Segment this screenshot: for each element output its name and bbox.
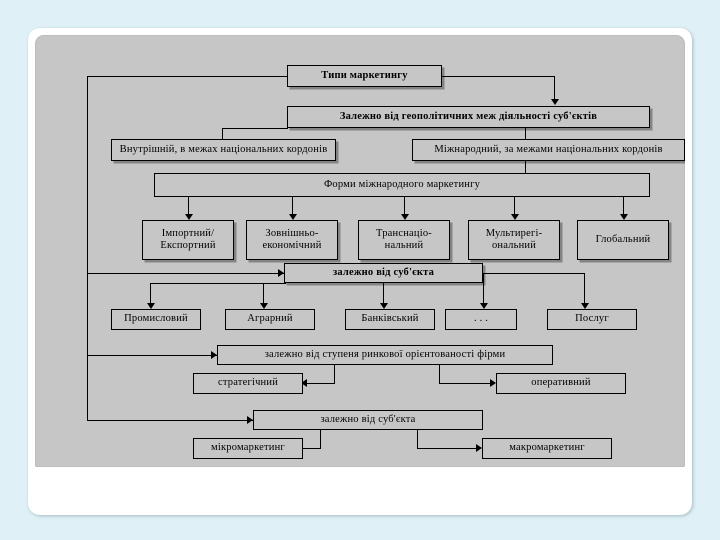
connector-intl-down: [525, 161, 526, 178]
connector-scale-right-down: [417, 430, 418, 449]
arrow-to-form-3: [401, 214, 409, 220]
connector-form-4: [514, 197, 515, 215]
connector-form-2: [292, 197, 293, 215]
arrow-root-to-geo: [551, 99, 559, 105]
connector-root-left: [87, 76, 288, 77]
node-criterion-geo[interactable]: Залежно від геополітичних меж діяльності…: [287, 106, 650, 128]
connector-subject1-to-3: [383, 283, 384, 304]
connector-orientation-right-down: [439, 365, 440, 384]
arrow-to-form-5: [620, 214, 628, 220]
node-subject-2[interactable]: Аграрний: [225, 309, 315, 330]
connector-subject1-right: [483, 273, 585, 274]
arrow-to-subject-5: [581, 303, 589, 309]
node-subject-3[interactable]: Банківський: [345, 309, 435, 330]
node-form-4[interactable]: Мультирегі- ональний: [468, 220, 560, 260]
node-form-3[interactable]: Транснаціо- нальний: [358, 220, 450, 260]
node-subject-4[interactable]: . . .: [445, 309, 517, 330]
node-scale-1[interactable]: мікромаркетинг: [193, 438, 303, 459]
connector-root-right: [442, 76, 555, 77]
connector-orientation-right: [439, 383, 491, 384]
arrow-to-subject-2: [260, 303, 268, 309]
arrow-to-orientation-2: [490, 379, 496, 387]
connector-subject1-to-4: [483, 273, 484, 304]
connector-trunk-to-subject1: [87, 273, 284, 274]
node-subject-5[interactable]: Послуг: [547, 309, 637, 330]
slide-panel: Типи маркетингу Залежно від геополітични…: [28, 28, 692, 515]
connector-form-5: [623, 197, 624, 215]
arrow-trunk-to-orientation: [211, 351, 217, 359]
connector-trunk-to-subject2: [87, 420, 253, 421]
node-form-1[interactable]: Імпортний/ Експортний: [142, 220, 234, 260]
node-scale-2[interactable]: макромаркетинг: [482, 438, 612, 459]
connector-form-3: [404, 197, 405, 215]
connector-subject1-to-5: [584, 273, 585, 304]
connector-subject1-to-2: [263, 283, 264, 304]
node-forms-header[interactable]: Форми міжнародного маркетингу: [154, 173, 650, 197]
connector-main-trunk: [87, 76, 88, 421]
arrow-to-subject-3: [380, 303, 388, 309]
connector-geo-left: [222, 128, 288, 129]
node-root[interactable]: Типи маркетингу: [287, 65, 442, 87]
connector-subject1-to-1: [150, 283, 151, 304]
arrow-to-subject-1: [147, 303, 155, 309]
connector-orientation-left-down: [334, 365, 335, 384]
arrow-trunk-to-subject1: [278, 269, 284, 277]
arrow-to-subject-4: [480, 303, 488, 309]
node-international[interactable]: Міжнародний, за межами національних корд…: [412, 139, 685, 161]
node-criterion-subject-2[interactable]: залежно від суб'єкта: [253, 410, 483, 430]
node-orientation-2[interactable]: оперативний: [496, 373, 626, 394]
node-internal[interactable]: Внутрішній, в межах національних кордоні…: [111, 139, 336, 161]
connector-trunk-to-orientation: [87, 355, 217, 356]
node-criterion-subject-1[interactable]: залежно від суб'єкта: [284, 263, 483, 283]
arrow-to-orientation-1: [301, 379, 307, 387]
connector-scale-left-down: [320, 430, 321, 449]
connector-orientation-left: [307, 383, 335, 384]
connector-geo-left-down: [222, 128, 223, 145]
connector-scale-left: [293, 448, 321, 449]
connector-root-down: [554, 76, 555, 100]
node-form-2[interactable]: Зовнішньо- економічний: [246, 220, 338, 260]
connector-scale-right: [417, 448, 477, 449]
arrow-to-form-1: [185, 214, 193, 220]
node-orientation-1[interactable]: стратегічний: [193, 373, 303, 394]
arrow-to-form-2: [289, 214, 297, 220]
arrow-to-form-4: [511, 214, 519, 220]
diagram-canvas: Типи маркетингу Залежно від геополітични…: [35, 35, 685, 467]
node-criterion-orientation[interactable]: залежно від ступеня ринкової орієнтовано…: [217, 345, 553, 365]
connector-form-1: [188, 197, 189, 215]
arrow-trunk-to-subject2: [247, 416, 253, 424]
connector-subject1-left: [150, 283, 286, 284]
connector-geo-right-down: [525, 128, 526, 145]
arrow-to-scale-2: [476, 444, 482, 452]
node-subject-1[interactable]: Промисловий: [111, 309, 201, 330]
node-form-5[interactable]: Глобальний: [577, 220, 669, 260]
